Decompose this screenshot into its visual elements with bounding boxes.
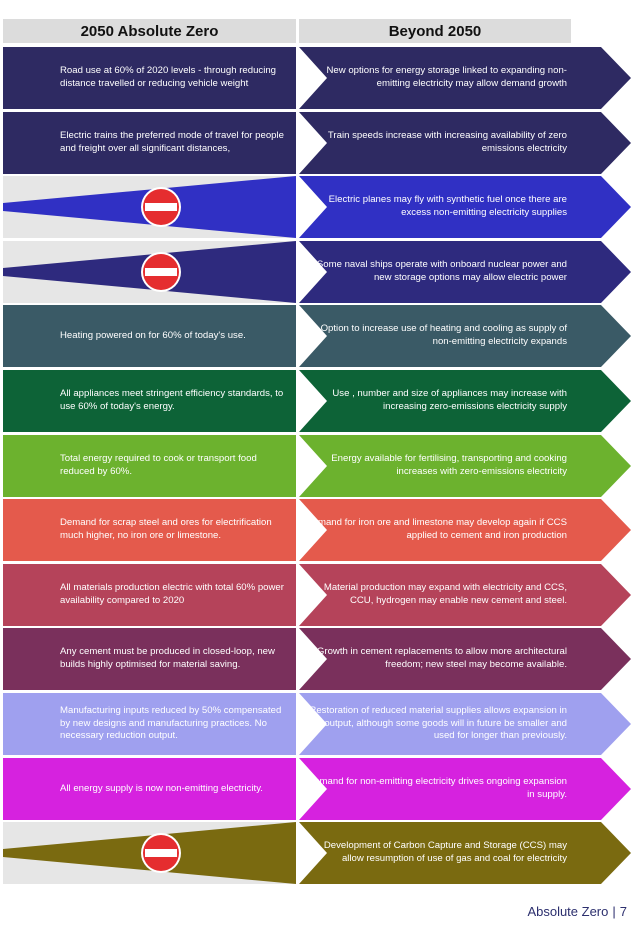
left-text: Heating powered on for 60% of today's us…	[60, 329, 246, 341]
left-text: All materials production electric with t…	[60, 582, 284, 606]
comparison-row: Some naval ships operate with onboard nu…	[0, 241, 637, 303]
right-panel-text: Use , number and size of appliances may …	[305, 370, 567, 432]
left-panel-text: All materials production electric with t…	[60, 564, 292, 626]
page-footer: Absolute Zero|7	[527, 904, 627, 919]
footer-title: Absolute Zero	[527, 904, 609, 919]
arrow-shape	[299, 822, 631, 884]
right-text: Material production may expand with elec…	[323, 582, 567, 606]
right-panel-text: Demand for iron ore and limestone may de…	[305, 499, 567, 561]
left-panel	[3, 628, 296, 690]
left-text: Any cement must be produced in closed-lo…	[60, 646, 275, 670]
no-entry-icon	[141, 187, 181, 227]
arrow-shape	[299, 758, 631, 820]
comparison-row: Heating powered on for 60% of today's us…	[0, 305, 637, 367]
column-header-beyond-2050: Beyond 2050	[299, 19, 571, 43]
left-panel	[3, 758, 296, 820]
arrow-shape	[299, 305, 631, 367]
left-text: Electric trains the preferred mode of tr…	[60, 130, 284, 154]
left-panel	[3, 435, 296, 497]
left-panel-text: All energy supply is now non-emitting el…	[60, 758, 292, 820]
left-panel	[3, 47, 296, 109]
left-panel	[3, 112, 296, 174]
right-panel-text: Restoration of reduced material supplies…	[305, 693, 567, 755]
comparison-row: Any cement must be produced in closed-lo…	[0, 628, 637, 690]
arrow-shape	[299, 241, 631, 303]
page-number: 7	[619, 904, 627, 919]
right-panel-text: Energy available for fertilising, transp…	[305, 435, 567, 497]
right-text: Growth in cement replacements to allow m…	[316, 646, 567, 670]
comparison-row: All appliances meet stringent efficiency…	[0, 370, 637, 432]
column-header-2050: 2050 Absolute Zero	[3, 19, 296, 43]
arrow-shape	[299, 112, 631, 174]
left-panel-text: Total energy required to cook or transpo…	[60, 435, 292, 497]
comparison-row: Demand for scrap steel and ores for elec…	[0, 499, 637, 561]
arrow-shape	[299, 435, 631, 497]
arrow-shape	[299, 176, 631, 238]
comparison-row: Development of Carbon Capture and Storag…	[0, 822, 637, 884]
right-text: Energy available for fertilising, transp…	[331, 453, 567, 477]
right-text: Option to increase use of heating and co…	[320, 323, 567, 347]
left-panel-text: Manufacturing inputs reduced by 50% comp…	[60, 693, 292, 755]
right-panel-text: Demand for non-emitting electricity driv…	[305, 758, 567, 820]
left-text: Demand for scrap steel and ores for elec…	[60, 517, 272, 541]
right-panel-text: Train speeds increase with increasing av…	[305, 112, 567, 174]
left-panel	[3, 564, 296, 626]
left-panel-text: All appliances meet stringent efficiency…	[60, 370, 292, 432]
arrow-shape	[299, 564, 631, 626]
arrow-shape	[299, 693, 631, 755]
left-panel-text: Road use at 60% of 2020 levels - through…	[60, 47, 292, 109]
left-panel-text: Demand for scrap steel and ores for elec…	[60, 499, 292, 561]
comparison-row: Total energy required to cook or transpo…	[0, 435, 637, 497]
right-panel-text: Option to increase use of heating and co…	[305, 305, 567, 367]
left-text: Total energy required to cook or transpo…	[60, 453, 257, 477]
comparison-row: Manufacturing inputs reduced by 50% comp…	[0, 693, 637, 755]
left-text: All energy supply is now non-emitting el…	[60, 782, 263, 794]
no-entry-icon	[141, 252, 181, 292]
arrow-shape	[299, 47, 631, 109]
left-panel-text: Any cement must be produced in closed-lo…	[60, 628, 292, 690]
left-panel	[3, 305, 296, 367]
right-panel-text: New options for energy storage linked to…	[305, 47, 567, 109]
arrow-shape	[299, 499, 631, 561]
left-text: All appliances meet stringent efficiency…	[60, 388, 284, 412]
right-panel-text: Development of Carbon Capture and Storag…	[305, 822, 567, 884]
right-panel-text: Some naval ships operate with onboard nu…	[305, 241, 567, 303]
right-panel-text: Growth in cement replacements to allow m…	[305, 628, 567, 690]
right-panel-text: Material production may expand with elec…	[305, 564, 567, 626]
left-panel	[3, 693, 296, 755]
right-text: Restoration of reduced material supplies…	[309, 704, 567, 742]
comparison-row: Electric planes may fly with synthetic f…	[0, 176, 637, 238]
no-entry-icon	[141, 833, 181, 873]
right-panel-text: Electric planes may fly with synthetic f…	[305, 176, 567, 238]
right-text: Train speeds increase with increasing av…	[327, 130, 567, 154]
comparison-row: All energy supply is now non-emitting el…	[0, 758, 637, 820]
right-text: Demand for non-emitting electricity driv…	[307, 776, 567, 800]
right-text: Demand for iron ore and limestone may de…	[305, 517, 567, 541]
right-text: New options for energy storage linked to…	[326, 65, 567, 89]
left-panel	[3, 370, 296, 432]
right-text: Use , number and size of appliances may …	[332, 388, 567, 412]
arrow-shape	[299, 370, 631, 432]
left-text: Manufacturing inputs reduced by 50% comp…	[60, 704, 282, 742]
left-panel	[3, 499, 296, 561]
comparison-row: All materials production electric with t…	[0, 564, 637, 626]
comparison-row: Electric trains the preferred mode of tr…	[0, 112, 637, 174]
footer-separator: |	[612, 904, 616, 919]
right-text: Some naval ships operate with onboard nu…	[316, 259, 567, 283]
left-text: Road use at 60% of 2020 levels - through…	[60, 65, 276, 89]
arrow-shape	[299, 628, 631, 690]
comparison-row: Road use at 60% of 2020 levels - through…	[0, 47, 637, 109]
right-text: Development of Carbon Capture and Storag…	[323, 840, 567, 864]
left-panel-text: Heating powered on for 60% of today's us…	[60, 305, 292, 367]
right-text: Electric planes may fly with synthetic f…	[328, 194, 567, 218]
left-panel-text: Electric trains the preferred mode of tr…	[60, 112, 292, 174]
